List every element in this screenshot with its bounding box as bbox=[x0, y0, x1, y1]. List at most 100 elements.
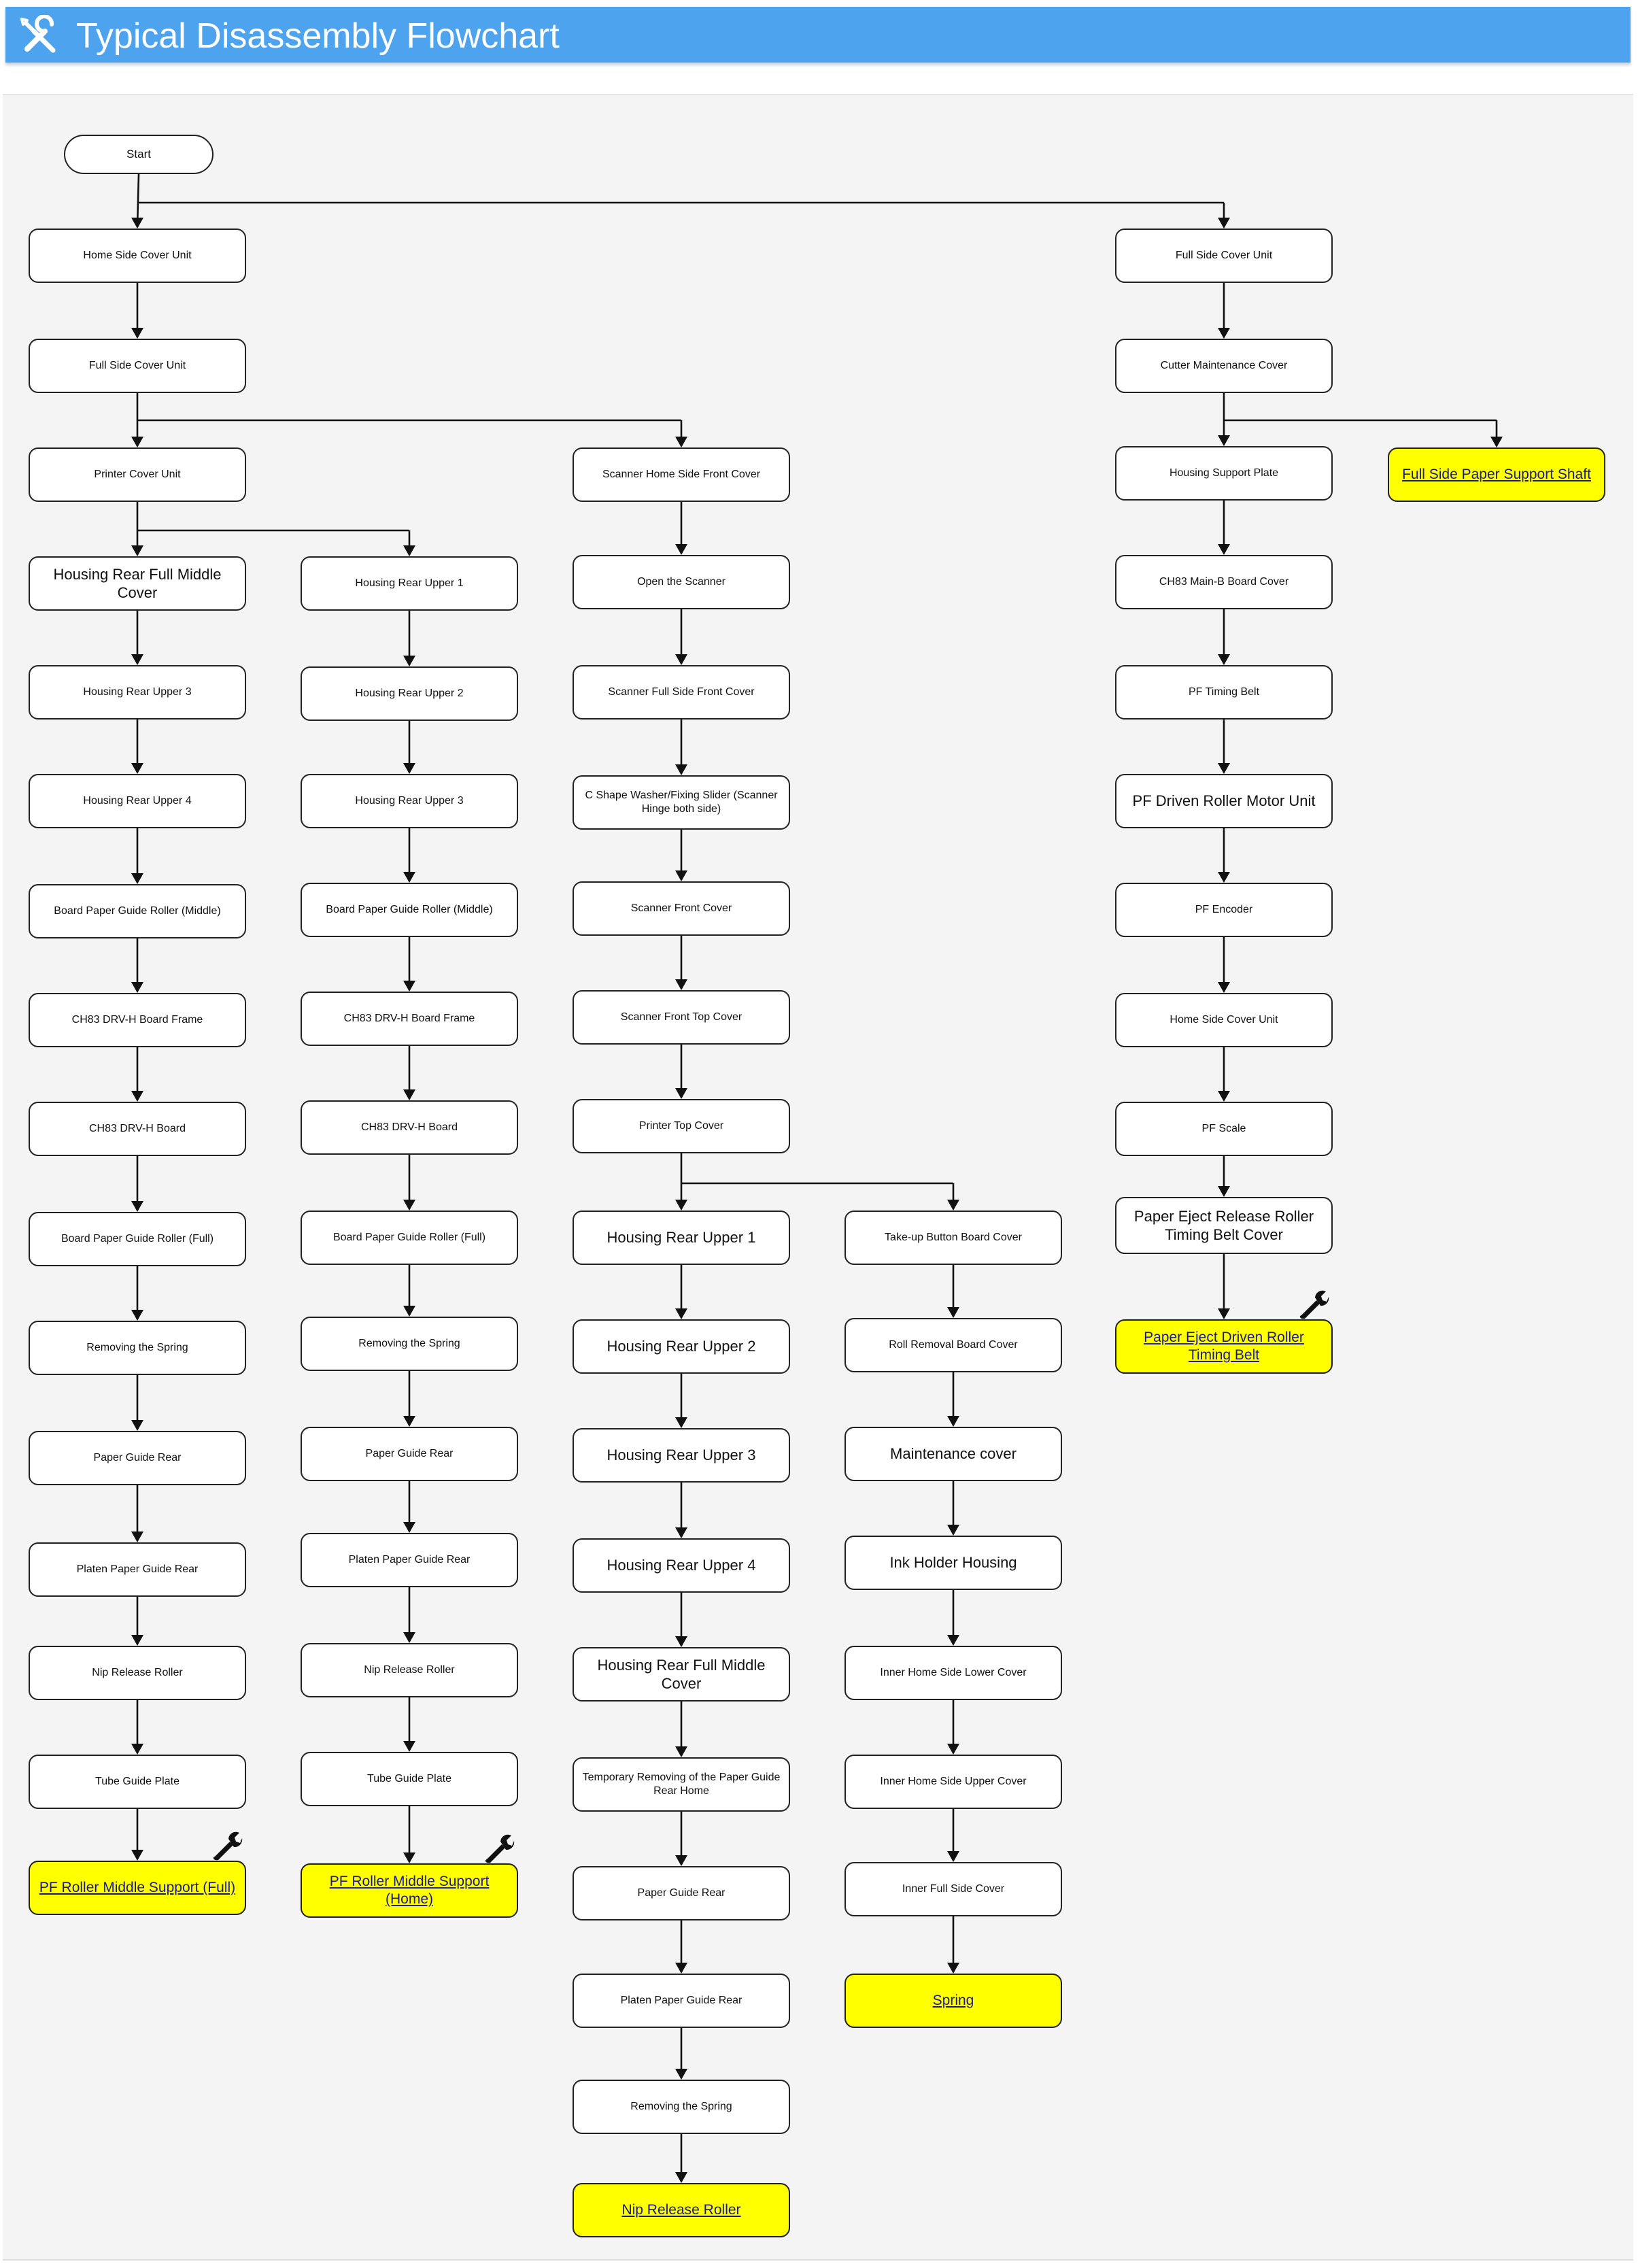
step-ch83-drv-h-board-frame: CH83 DRV-H Board Frame bbox=[29, 993, 246, 1047]
step-platen-paper-guide-rear: Platen Paper Guide Rear bbox=[301, 1533, 518, 1587]
page-title: Typical Disassembly Flowchart bbox=[76, 16, 560, 56]
start-node: Start bbox=[64, 135, 214, 174]
step-scanner-full-side-front-cover: Scanner Full Side Front Cover bbox=[573, 665, 790, 720]
arrow-head bbox=[403, 1741, 415, 1752]
step-inner-full-side-cover: Inner Full Side Cover bbox=[844, 1862, 1062, 1916]
step-ch83-drv-h-board: CH83 DRV-H Board bbox=[301, 1100, 518, 1155]
arrow-head bbox=[131, 763, 143, 774]
step-full-side-cover-unit: Full Side Cover Unit bbox=[29, 339, 246, 393]
step-printer-top-cover: Printer Top Cover bbox=[573, 1099, 790, 1153]
arrow-head bbox=[675, 1088, 687, 1099]
arrow-head bbox=[403, 1632, 415, 1643]
step-housing-rear-upper-1: Housing Rear Upper 1 bbox=[301, 556, 518, 611]
step-board-paper-guide-roller-middle: Board Paper Guide Roller (Middle) bbox=[301, 883, 518, 937]
arrow-head bbox=[1218, 435, 1230, 446]
step-pf-encoder: PF Encoder bbox=[1115, 883, 1333, 937]
step-removing-the-spring: Removing the Spring bbox=[301, 1317, 518, 1371]
arrow-head bbox=[947, 1635, 959, 1646]
arrow-head bbox=[403, 872, 415, 883]
arrow-head bbox=[947, 1963, 959, 1974]
step-cutter-maintenance-cover: Cutter Maintenance Cover bbox=[1115, 339, 1333, 393]
step-scanner-front-cover: Scanner Front Cover bbox=[573, 881, 790, 936]
arrow-head bbox=[675, 437, 687, 447]
step-roll-removal-board-cover: Roll Removal Board Cover bbox=[844, 1318, 1062, 1372]
arrow-head bbox=[131, 218, 143, 229]
arrow-head bbox=[947, 1851, 959, 1862]
step-paper-guide-rear: Paper Guide Rear bbox=[301, 1427, 518, 1481]
step-tube-guide-plate: Tube Guide Plate bbox=[301, 1752, 518, 1806]
arrow-head bbox=[675, 979, 687, 990]
step-scanner-front-top-cover: Scanner Front Top Cover bbox=[573, 990, 790, 1045]
step-housing-support-plate: Housing Support Plate bbox=[1115, 446, 1333, 501]
arrow-head bbox=[131, 1201, 143, 1212]
wrench-icon bbox=[485, 1834, 515, 1863]
step-printer-cover-unit: Printer Cover Unit bbox=[29, 447, 246, 502]
arrow-head bbox=[947, 1307, 959, 1318]
step-housing-rear-full-middle-cover: Housing Rear Full Middle Cover bbox=[29, 556, 246, 611]
arrow-head bbox=[675, 870, 687, 881]
arrow-head bbox=[131, 1635, 143, 1646]
arrow-head bbox=[675, 1746, 687, 1757]
arrow-head bbox=[403, 1416, 415, 1427]
arrow-head bbox=[131, 982, 143, 993]
arrow-head bbox=[403, 1522, 415, 1533]
step-scanner-home-side-front-cover: Scanner Home Side Front Cover bbox=[573, 447, 790, 502]
link-nip-release-roller[interactable]: Nip Release Roller bbox=[573, 2183, 790, 2237]
title-bar: Typical Disassembly Flowchart bbox=[5, 7, 1631, 63]
step-ch83-main-b-board-cover: CH83 Main-B Board Cover bbox=[1115, 555, 1333, 609]
step-housing-rear-upper-4: Housing Rear Upper 4 bbox=[29, 774, 246, 828]
step-ch83-drv-h-board-frame: CH83 DRV-H Board Frame bbox=[301, 992, 518, 1046]
arrow-head bbox=[1490, 437, 1503, 447]
step-housing-rear-upper-3: Housing Rear Upper 3 bbox=[573, 1428, 790, 1483]
arrow-head bbox=[131, 1310, 143, 1321]
arrow-head bbox=[131, 1091, 143, 1102]
step-pf-scale: PF Scale bbox=[1115, 1102, 1333, 1156]
step-home-side-cover-unit: Home Side Cover Unit bbox=[29, 229, 246, 283]
link-pf-roller-middle-support-home[interactable]: PF Roller Middle Support (Home) bbox=[301, 1863, 518, 1918]
link-pf-roller-middle-support-full[interactable]: PF Roller Middle Support (Full) bbox=[29, 1861, 246, 1915]
link-spring[interactable]: Spring bbox=[844, 1974, 1062, 2028]
arrow-head bbox=[131, 873, 143, 884]
step-inner-home-side-lower-cover: Inner Home Side Lower Cover bbox=[844, 1646, 1062, 1700]
step-home-side-cover-unit: Home Side Cover Unit bbox=[1115, 993, 1333, 1047]
arrow-head bbox=[675, 1417, 687, 1428]
wrench-icon bbox=[213, 1831, 243, 1861]
step-paper-guide-rear: Paper Guide Rear bbox=[29, 1431, 246, 1485]
arrow-head bbox=[403, 1306, 415, 1317]
arrow-head bbox=[403, 656, 415, 666]
step-pf-driven-roller-motor-unit: PF Driven Roller Motor Unit bbox=[1115, 774, 1333, 828]
step-take-up-button-board-cover: Take-up Button Board Cover bbox=[844, 1211, 1062, 1265]
step-board-paper-guide-roller-middle: Board Paper Guide Roller (Middle) bbox=[29, 884, 246, 938]
arrow-head bbox=[675, 1963, 687, 1974]
arrow-head bbox=[947, 1744, 959, 1755]
link-full-side-paper-support-shaft[interactable]: Full Side Paper Support Shaft bbox=[1388, 447, 1605, 502]
link-paper-eject-driven-roller-timing-belt[interactable]: Paper Eject Driven Roller Timing Belt bbox=[1115, 1319, 1333, 1374]
arrow-head bbox=[131, 328, 143, 339]
arrow-head bbox=[131, 1531, 143, 1542]
arrow-head bbox=[1218, 1308, 1230, 1319]
step-pf-timing-belt: PF Timing Belt bbox=[1115, 665, 1333, 720]
arrow-head bbox=[1218, 328, 1230, 339]
connector-layer bbox=[131, 173, 1503, 2183]
step-platen-paper-guide-rear: Platen Paper Guide Rear bbox=[573, 1974, 790, 2028]
step-tube-guide-plate: Tube Guide Plate bbox=[29, 1755, 246, 1809]
step-platen-paper-guide-rear: Platen Paper Guide Rear bbox=[29, 1542, 246, 1597]
step-ch83-drv-h-board: CH83 DRV-H Board bbox=[29, 1102, 246, 1156]
arrow-head bbox=[403, 981, 415, 992]
arrow-head bbox=[131, 1850, 143, 1861]
arrow-head bbox=[131, 545, 143, 556]
step-nip-release-roller: Nip Release Roller bbox=[29, 1646, 246, 1700]
arrow-head bbox=[675, 1308, 687, 1319]
tools-icon bbox=[20, 15, 56, 53]
step-nip-release-roller: Nip Release Roller bbox=[301, 1643, 518, 1697]
arrow-head bbox=[131, 437, 143, 447]
step-ink-holder-housing: Ink Holder Housing bbox=[844, 1536, 1062, 1590]
arrow-head bbox=[1218, 654, 1230, 665]
arrow-head bbox=[675, 654, 687, 665]
arrow-head bbox=[675, 1636, 687, 1647]
header: Typical Disassembly Flowchart bbox=[0, 0, 1638, 63]
step-housing-rear-upper-2: Housing Rear Upper 2 bbox=[301, 666, 518, 721]
step-housing-rear-upper-1: Housing Rear Upper 1 bbox=[573, 1211, 790, 1265]
wrench-icon bbox=[1299, 1290, 1329, 1319]
